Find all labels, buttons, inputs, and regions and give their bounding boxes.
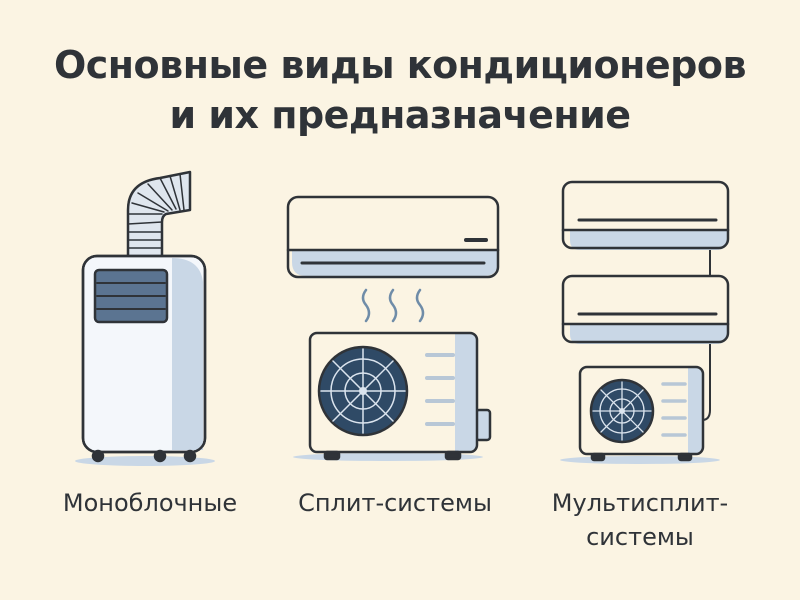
portable-air-conditioner-icon [75,170,215,466]
label-portable: Моноблочные [62,489,238,517]
airflow-waves [361,288,425,323]
label-multi-split-line-1: Мультисплит- [551,489,729,517]
title-line-2: и их предназначение [169,93,631,137]
multi-split-system-icon [560,180,730,464]
label-split: Сплит-системы [298,489,492,517]
title-line-1: Основные виды кондиционеров [53,43,747,87]
fan-icon [589,378,655,444]
page-title: Основные виды кондиционеров и их предназ… [0,40,800,140]
fan-icon [317,345,409,437]
multi-outdoor-unit [560,365,720,464]
split-outdoor-unit [293,331,492,461]
split-indoor-unit [286,195,500,279]
label-multi-split-line-2: системы [586,523,694,551]
multi-indoor-unit-2 [561,274,730,344]
label-multi-split: Мультисплит- системы [520,486,760,554]
multi-indoor-unit-1 [561,180,730,250]
exhaust-hose [126,170,192,260]
split-system-icon [286,195,500,461]
